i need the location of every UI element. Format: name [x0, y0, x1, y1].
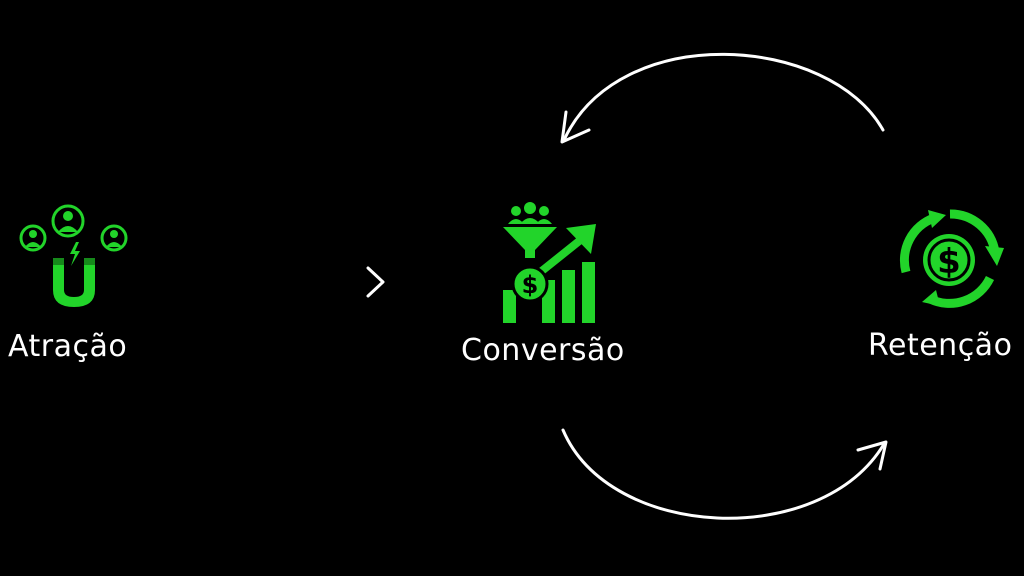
arrow-atracao-to-conversao: [170, 266, 385, 298]
magnet-people-icon: [19, 204, 128, 307]
funnel-growth-chart-icon: $: [503, 202, 596, 323]
dollar-coin-icon: $: [511, 265, 549, 303]
stage-label-conversao: Conversão: [461, 333, 625, 368]
person-right-icon: [100, 224, 128, 252]
person-left-icon: [19, 224, 47, 252]
people-group-icon: [508, 202, 552, 224]
dollar-cycle-icon: $: [899, 209, 1004, 308]
svg-text:$: $: [937, 242, 961, 282]
dollar-coin-icon: $: [923, 234, 975, 286]
arrow-conversao-to-retencao: [561, 428, 888, 520]
svg-text:$: $: [522, 271, 539, 299]
stage-label-retencao: Retenção: [868, 328, 1013, 363]
stage-label-atracao: Atração: [8, 329, 128, 364]
cycle-arrows-icon: [899, 209, 1004, 308]
person-center-icon: [51, 204, 85, 238]
magnet-icon: [53, 242, 95, 307]
arrow-retencao-to-conversao: [560, 52, 885, 144]
funnel-icon: [503, 227, 557, 258]
